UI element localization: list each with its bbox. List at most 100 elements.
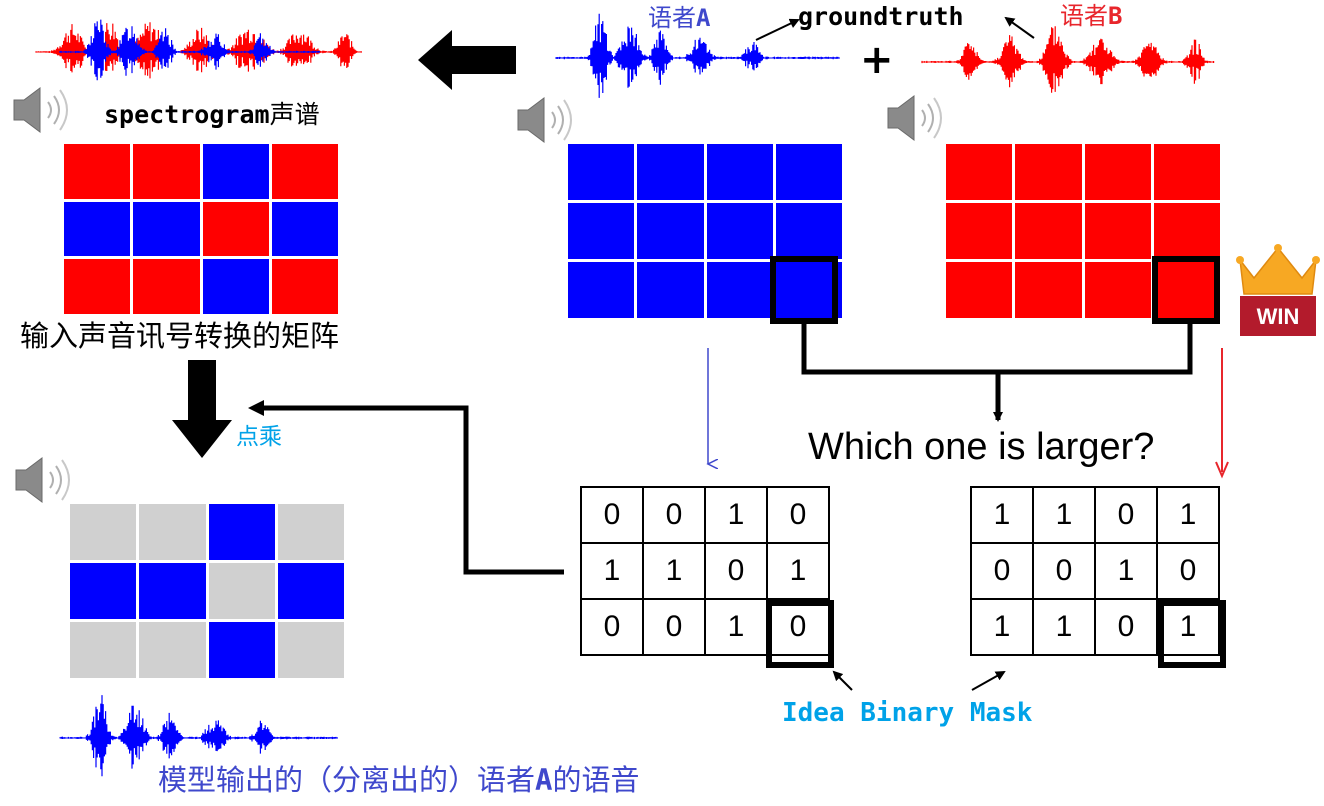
output-waveform — [59, 695, 338, 777]
spectrogram-cell — [133, 144, 200, 199]
speaker-a-label: 语者A — [648, 6, 710, 30]
output-spectrogram — [70, 504, 344, 678]
output-label: 模型输出的（分离出的）语者A的语音 — [158, 766, 640, 795]
spectrogram-cell — [946, 203, 1013, 259]
spectrogram-label-zh: 声谱 — [269, 100, 320, 129]
mask-cell: 1 — [704, 486, 768, 544]
mixture-spectrogram — [64, 144, 338, 314]
spectrogram-cell — [568, 203, 635, 259]
down-arrow — [172, 360, 232, 458]
mask-cell: 0 — [642, 598, 706, 656]
spectrogram-cell — [208, 504, 275, 560]
spectrogram-cell — [1015, 262, 1082, 318]
mask-cell: 0 — [1032, 542, 1096, 600]
mask-return-path — [262, 405, 564, 575]
mask-cell: 0 — [766, 598, 830, 656]
spectrogram-cell — [946, 144, 1013, 200]
mask-b-highlight-cell — [1158, 600, 1226, 668]
mask-label-arrow-a — [832, 670, 853, 691]
spectrogram-cell — [775, 144, 842, 200]
mask-cell: 0 — [766, 486, 830, 544]
mix-arrow — [418, 30, 516, 90]
groundtruth-arrow-a — [755, 18, 800, 41]
spectrogram-cell — [637, 144, 704, 200]
spectrogram-cell — [64, 144, 131, 199]
spectrogram-cell — [706, 262, 773, 318]
spectrogram-cell — [1015, 144, 1082, 200]
groundtruth-label: groundtruth — [798, 2, 964, 31]
mask-name-label: Idea Binary Mask — [782, 698, 1033, 728]
mask-cell: 0 — [1094, 486, 1158, 544]
spectrogram-cell — [637, 262, 704, 318]
spectrogram-cell — [277, 563, 344, 619]
spectrogram-cell — [946, 262, 1013, 318]
speaker-a-highlight-cell — [770, 256, 838, 324]
speaker-a-label-letter: A — [696, 4, 711, 32]
spectrogram-cell — [1084, 203, 1151, 259]
mask-cell: 0 — [970, 542, 1034, 600]
speaker-icon[interactable] — [15, 457, 70, 503]
spectrogram-cell — [1153, 203, 1220, 259]
mask-cell: 1 — [1156, 598, 1220, 656]
spectrogram-cell — [70, 622, 137, 678]
speaker-a-spectrogram — [568, 144, 842, 318]
spectrogram-label: spectrogram声谱 — [104, 102, 320, 127]
mask-cell: 1 — [1032, 486, 1096, 544]
mask-a-highlight-cell — [766, 600, 834, 668]
spectrogram-cell — [70, 504, 137, 560]
mask-cell: 0 — [580, 486, 644, 544]
output-label-suffix: 的语音 — [552, 763, 640, 797]
spectrogram-cell — [277, 622, 344, 678]
input-matrix-label: 输入声音讯号转换的矩阵 — [20, 319, 340, 353]
spectrogram-cell — [1084, 262, 1151, 318]
mask-cell: 1 — [704, 598, 768, 656]
mask-cell: 1 — [1032, 598, 1096, 656]
win-badge-label: WIN — [1257, 304, 1300, 329]
mask-cell: 1 — [580, 542, 644, 600]
mask-label-arrow-b — [971, 671, 1006, 691]
speaker-icon[interactable] — [13, 87, 68, 133]
speaker-b-label-letter: B — [1108, 2, 1123, 30]
speaker-b-highlight-cell — [1152, 256, 1220, 324]
spectrogram-cell — [271, 201, 338, 257]
speaker-b-label: 语者B — [1060, 4, 1122, 28]
spectrogram-cell — [139, 563, 206, 619]
groundtruth-arrow-b — [1004, 16, 1035, 39]
spectrogram-cell — [202, 144, 269, 199]
spectrogram-cell — [1153, 144, 1220, 200]
spectrogram-cell — [208, 622, 275, 678]
speaker-b-spectrogram — [946, 144, 1220, 318]
spectrogram-cell — [1153, 262, 1220, 318]
output-label-prefix: 模型输出的（分离出的）语者 — [158, 763, 536, 797]
spectrogram-cell — [568, 144, 635, 200]
mask-cell: 0 — [642, 486, 706, 544]
spectrogram-cell — [637, 203, 704, 259]
mask-cell: 1 — [1094, 542, 1158, 600]
spectrogram-cell — [1015, 203, 1082, 259]
spectrogram-cell — [208, 563, 275, 619]
spectrogram-cell — [706, 203, 773, 259]
plus-sign: + — [860, 37, 894, 83]
mask-cell: 0 — [704, 542, 768, 600]
mask-cell: 1 — [1156, 486, 1220, 544]
speaker-a-waveform — [555, 13, 840, 98]
speaker-icon[interactable] — [887, 95, 942, 141]
mask-cell: 0 — [580, 598, 644, 656]
spectrogram-cell — [70, 563, 137, 619]
mask-b-arrowhead — [1215, 461, 1229, 479]
mask-cell: 0 — [1094, 598, 1158, 656]
mixture-waveform-blue — [59, 19, 320, 81]
spectrogram-cell — [271, 259, 338, 314]
spectrogram-cell — [277, 504, 344, 560]
speaker-icon[interactable] — [517, 97, 572, 143]
speaker-b-label-zh: 语者 — [1060, 2, 1108, 30]
spectrogram-cell — [202, 259, 269, 314]
spectrogram-cell — [271, 144, 338, 199]
